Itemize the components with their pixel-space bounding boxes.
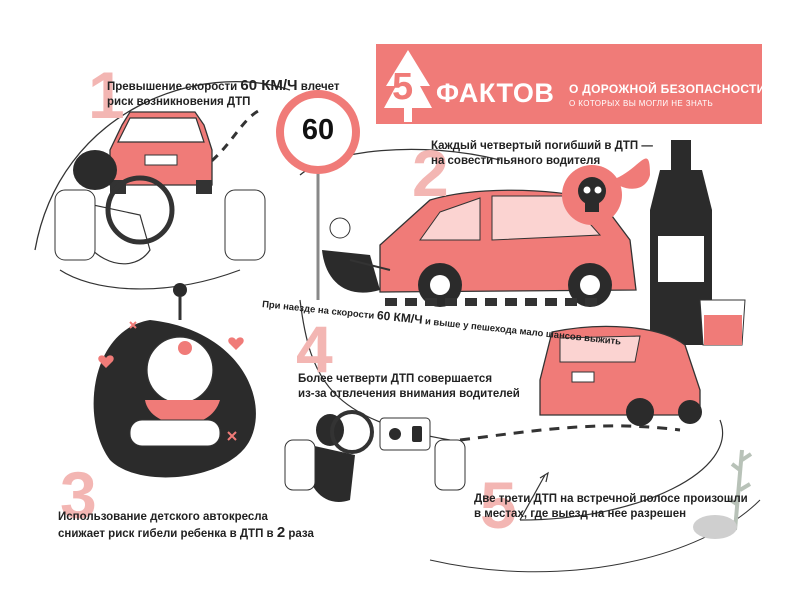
fact-1-number: 1 (88, 58, 125, 132)
header-number: 5 (392, 66, 414, 108)
fact-5-number: 5 (480, 468, 517, 542)
fact-3-line2: снижает риск гибели ребенка в ДТП в (58, 528, 277, 540)
driver-illustration (54, 150, 266, 290)
car-rear-illustration (539, 325, 702, 426)
fact-4-line2: из-за отвлечения внимания водителей (298, 388, 520, 400)
heart-icon (98, 355, 114, 368)
fact-4-line1: Более четверти ДТП совершается (298, 373, 493, 385)
sparkle-icon (227, 431, 237, 441)
fact-1-highlight: 60 КМ/Ч (240, 77, 298, 94)
fact-1-text: Превышение скорости 60 КМ/Ч влечет риск … (107, 78, 340, 110)
fact-4-text: Более четверти ДТП совершается из-за отв… (298, 372, 520, 402)
speed-sign-value: 60 (301, 114, 335, 146)
fact-3-text: Использование детского автокресла снижае… (58, 510, 314, 542)
header-title: ФАКТОВ (436, 78, 555, 108)
fact-2-line1: Каждый четвертый погибший в ДТП — (431, 140, 653, 152)
fact-3-line1: Использование детского автокресла (58, 511, 268, 523)
header-subtitle: О ДОРОЖНОЙ БЕЗОПАСНОСТИ (569, 82, 766, 96)
fact-3-highlight: 2 (276, 524, 286, 541)
distracted-driver-illustration (284, 410, 466, 502)
header-banner (376, 44, 762, 124)
fact-2-text: Каждый четвертый погибший в ДТП — на сов… (431, 139, 653, 169)
sparkle-icon (129, 321, 137, 329)
fact-5-text: Две трети ДТП на встречной полосе произо… (474, 492, 748, 522)
tree-badge-icon (384, 50, 432, 122)
skull-icon (562, 165, 622, 225)
fact-1-line2: риск возникновения ДТП (107, 96, 251, 108)
curve-line (34, 81, 291, 251)
child-seat-illustration (93, 283, 256, 478)
phone-icon (412, 426, 422, 442)
fact-5-line2: в местах, где выезд на нее разрешен (474, 508, 687, 520)
fact-1-line1-end: влечет (297, 81, 340, 93)
crosswalk (385, 298, 597, 306)
fact-4-number: 4 (296, 312, 333, 386)
fact-3-line2-end: раза (285, 528, 314, 540)
heart-icon (228, 337, 244, 350)
pedestrian-illustration (322, 217, 391, 293)
road-dashes (459, 424, 681, 442)
header-subtitle-small: О КОТОРЫХ ВЫ МОГЛИ НЕ ЗНАТЬ (569, 99, 714, 108)
fact-2-line2: на совести пьяного водителя (431, 155, 601, 167)
bottle-illustration (650, 140, 746, 346)
curve-line (519, 419, 723, 521)
plant-illustration (727, 449, 753, 531)
road-dashes (199, 108, 261, 172)
speed-sign-icon (276, 90, 360, 300)
fact-1-line1: Превышение скорости (107, 81, 241, 93)
fact-2-number: 2 (412, 136, 449, 210)
fact-5-line1: Две трети ДТП на встречной полосе произо… (474, 493, 748, 505)
fact-3-number: 3 (60, 458, 97, 532)
